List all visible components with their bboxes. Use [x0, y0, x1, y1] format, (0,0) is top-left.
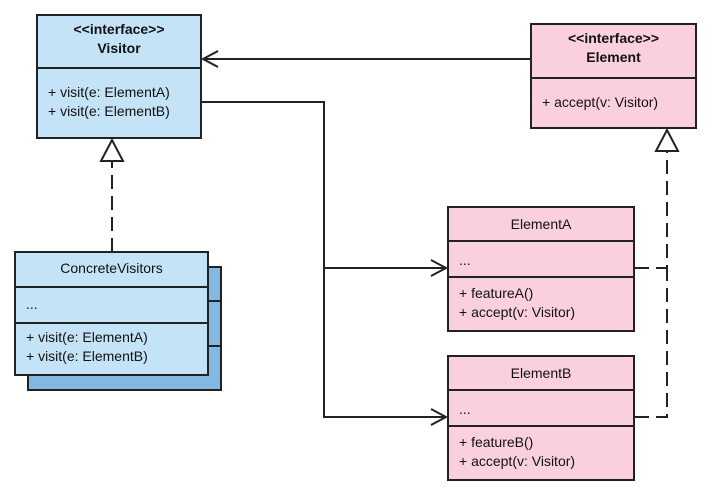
visitor-name: Visitor	[97, 40, 141, 56]
visitor-method: + visit(e: ElementB)	[48, 103, 170, 119]
element-method: + accept(v: Visitor)	[542, 94, 659, 110]
concrete-visitors-fields: ...	[26, 296, 38, 312]
element-a-name: ElementA	[510, 216, 572, 232]
arrowhead-open-element-b	[430, 408, 449, 426]
element-b-name: ElementB	[510, 365, 572, 381]
concrete-visitors-name: ConcreteVisitors	[60, 260, 163, 276]
realization-triangle-visitor	[99, 137, 125, 162]
element-a-fields: ...	[459, 252, 471, 268]
arrowhead-open-element-a	[430, 259, 449, 277]
visitor-method: + visit(e: ElementA)	[48, 84, 170, 100]
arrowhead-open	[200, 50, 219, 68]
visitor-stereotype: <<interface>>	[73, 21, 165, 37]
visitor-interface-class[interactable]: <<interface>> Visitor + visit(e: ElementA…	[36, 14, 202, 139]
element-b-method: + accept(v: Visitor)	[459, 453, 576, 469]
visitor-to-elements-connector	[201, 101, 446, 418]
element-a-class[interactable]: ElementA ... + featureA() + accept(v: Vi…	[447, 206, 635, 332]
element-interface-class[interactable]: <<interface>> Element + accept(v: Visitor…	[530, 23, 697, 129]
element-b-class[interactable]: ElementB ... + featureB() + accept(v: Vi…	[447, 355, 635, 481]
element-name: Element	[586, 49, 641, 65]
element-b-method: + featureB()	[459, 434, 534, 450]
element-a-realization	[635, 151, 668, 269]
element-a-method: + featureA()	[459, 285, 534, 301]
realization-triangle-element	[654, 127, 680, 152]
element-stereotype: <<interface>>	[567, 30, 660, 46]
element-b-fields: ...	[459, 401, 471, 417]
element-b-realization	[635, 268, 668, 418]
concrete-visitors-method: + visit(e: ElementA)	[26, 329, 148, 345]
concrete-visitors-class[interactable]: ConcreteVisitors ... + visit(e: ElementA…	[14, 251, 209, 376]
concrete-visitors-method: + visit(e: ElementB)	[26, 348, 148, 364]
element-a-method: + accept(v: Visitor)	[459, 304, 576, 320]
